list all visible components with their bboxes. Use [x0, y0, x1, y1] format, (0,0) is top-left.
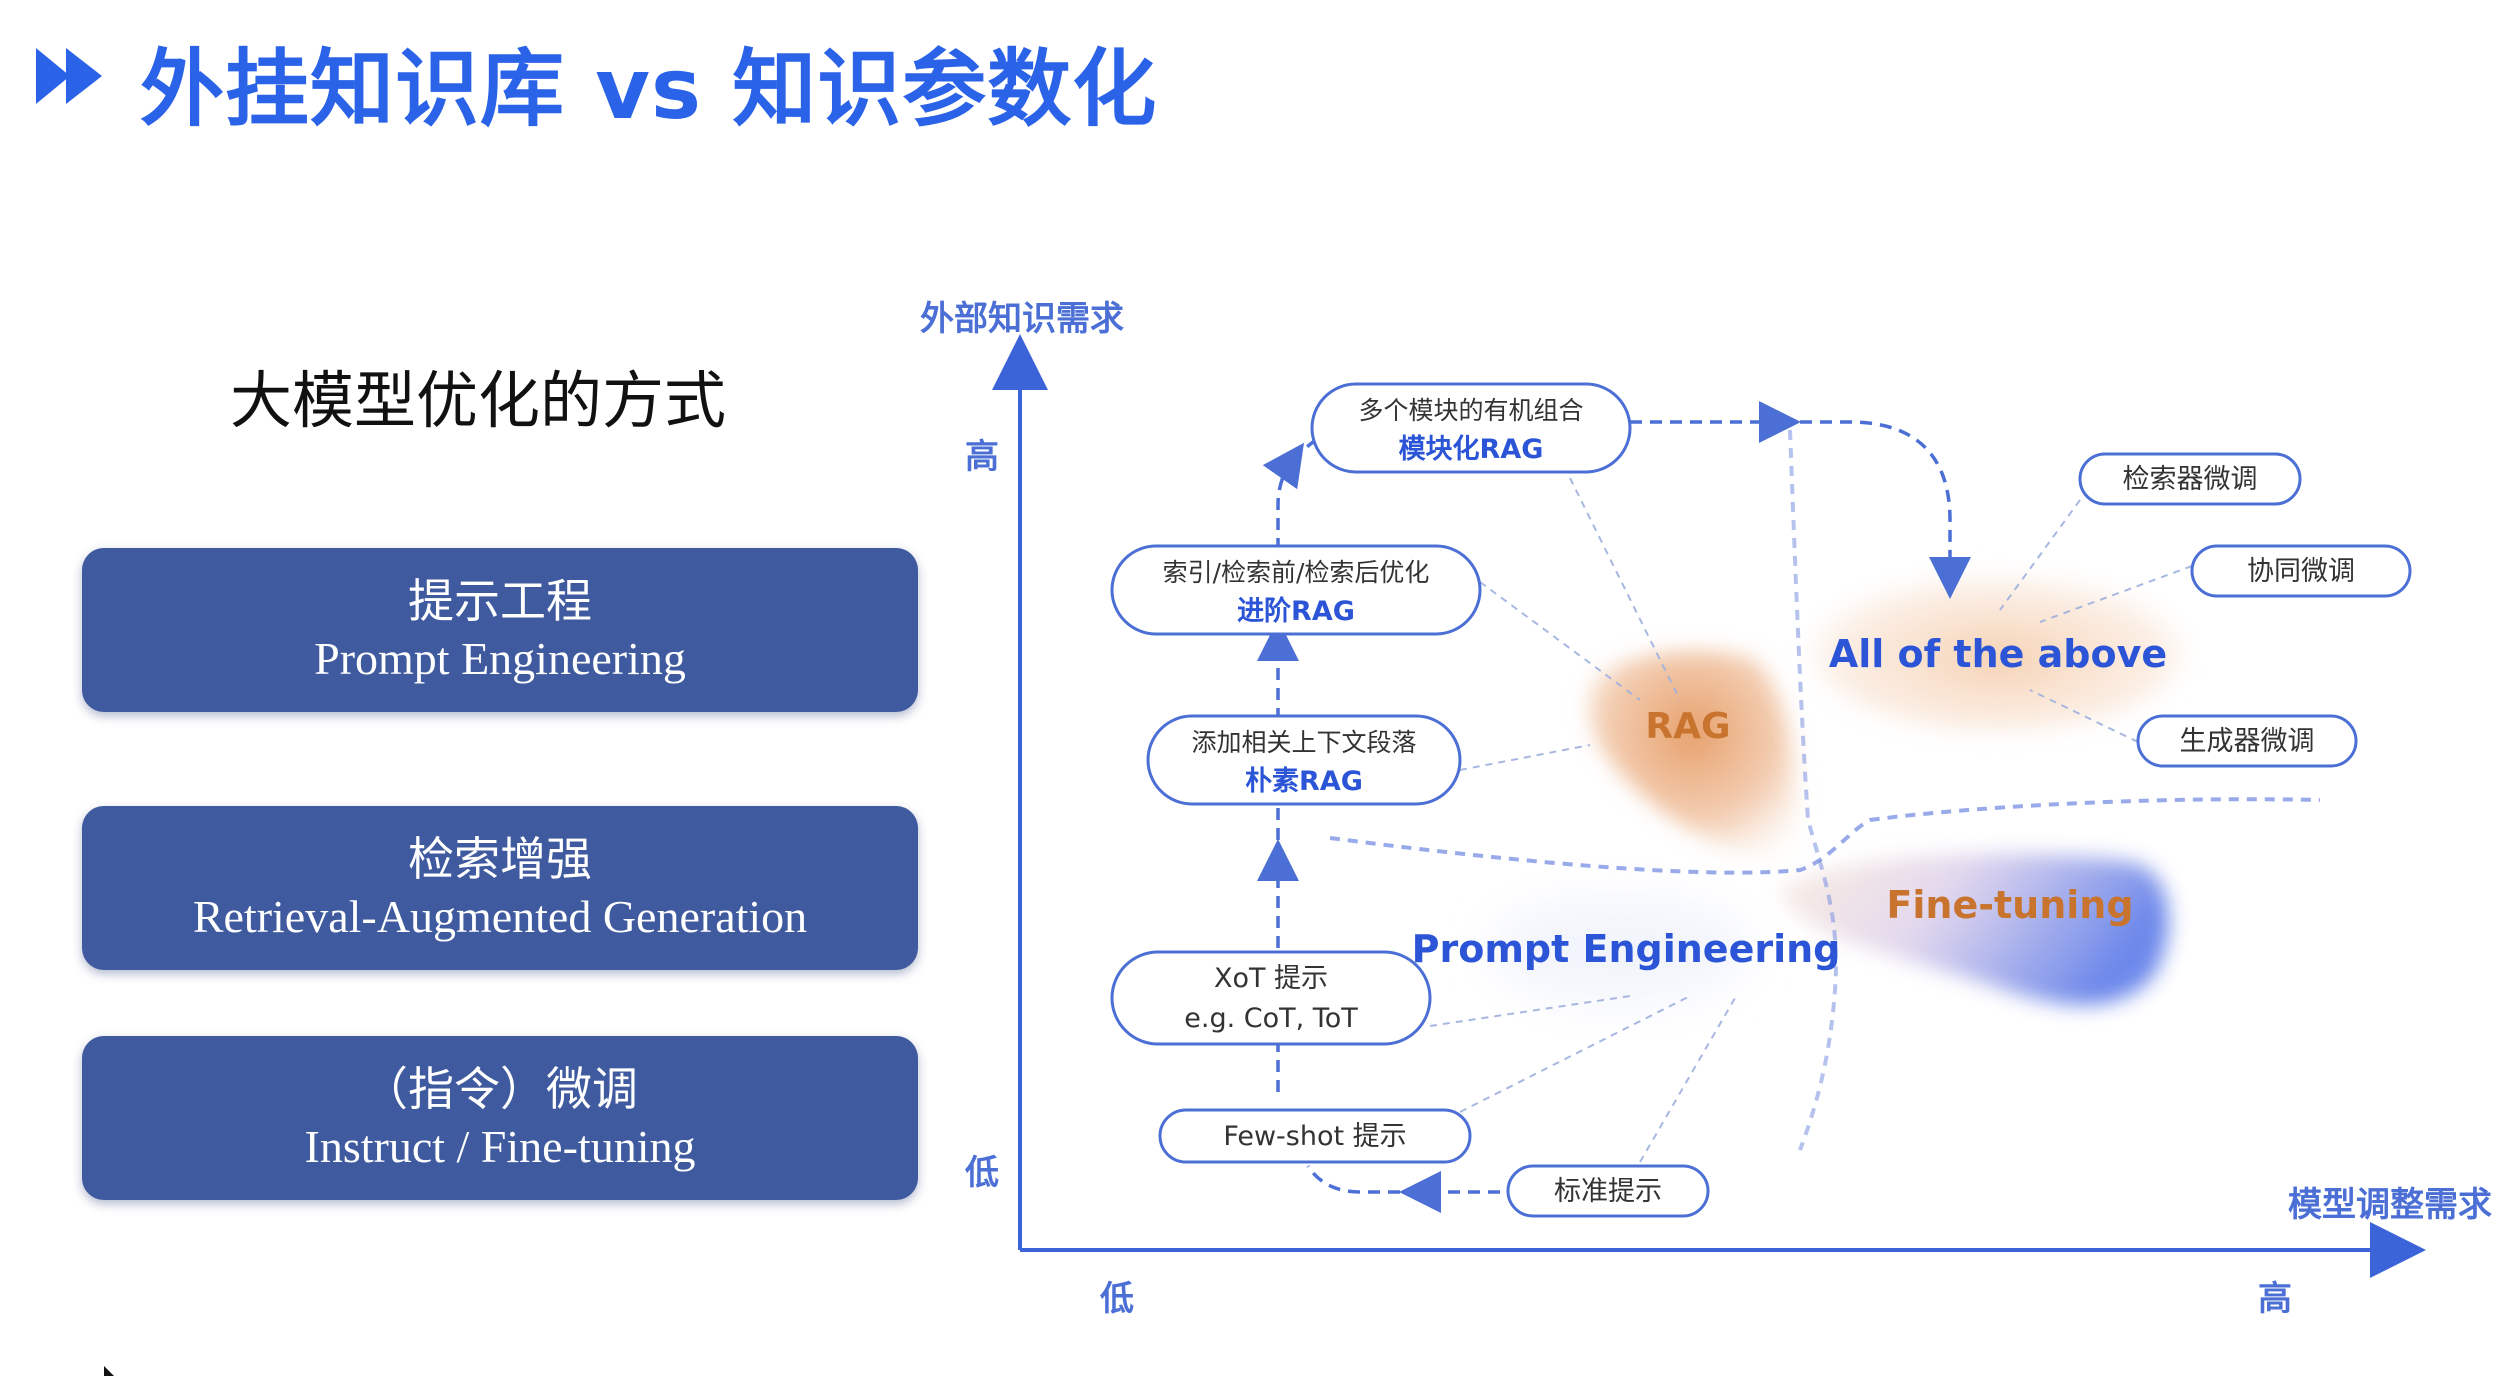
node-retriever-ft: 检索器微调	[2078, 452, 2302, 506]
arrow-advanced-to-modular-tail	[1290, 434, 1323, 462]
method-en-label: Instruct / Fine-tuning	[304, 1121, 696, 1172]
x-axis-low-label: 低	[1100, 1279, 1134, 1319]
node-text: Few-shot 提示	[1223, 1121, 1406, 1152]
x-axis-high-label: 高	[2258, 1279, 2292, 1319]
x-axis-label: 模型调整需求	[2288, 1185, 2492, 1225]
section-heading: 大模型优化的方式	[230, 364, 727, 437]
connector-lines	[1429, 477, 2193, 1163]
method-en-label: Retrieval-Augmented Generation	[192, 891, 808, 942]
node-desc: 添加相关上下文段落	[1191, 728, 1416, 757]
region-label-prompt: Prompt Engineering	[1412, 927, 1841, 971]
all-of-above-region	[1808, 568, 2188, 732]
node-line2: e.g. CoT, ToT	[1184, 1003, 1358, 1034]
node-desc: 多个模块的有机组合	[1358, 396, 1583, 425]
slide-title: 外挂知识库 vs 知识参数化	[140, 40, 1158, 138]
y-axis-low-label: 低	[965, 1153, 999, 1193]
method-box-rag: 检索增强 Retrieval-Augmented Generation	[82, 806, 918, 970]
boundary-vertical	[1788, 429, 1838, 1151]
method-zh-label: 提示工程	[408, 574, 592, 628]
region-label-all: All of the above	[1829, 632, 2167, 676]
method-box-fine-tuning: （指令）微调 Instruct / Fine-tuning	[82, 1036, 918, 1200]
node-text: 标准提示	[1554, 1176, 1662, 1207]
arrow-standard-to-fewshot	[1306, 1165, 1420, 1194]
arrow-to-all-of-above	[1780, 420, 1971, 599]
region-label-fine-tuning: Fine-tuning	[1886, 883, 2133, 927]
node-title: 进阶RAG	[1237, 596, 1355, 627]
node-xot-prompt: XoT 提示 e.g. CoT, ToT	[1110, 950, 1432, 1046]
node-title: 模块化RAG	[1399, 434, 1544, 465]
y-axis-high-label: 高	[965, 437, 999, 477]
node-fewshot-prompt: Few-shot 提示	[1158, 1108, 1472, 1164]
node-desc: 索引/检索前/检索后优化	[1163, 558, 1430, 587]
method-zh-label: （指令）微调	[362, 1062, 638, 1116]
cursor-icon	[104, 1366, 114, 1376]
node-advanced-rag: 索引/检索前/检索后优化 进阶RAG	[1110, 544, 1482, 636]
play-arrow-icon	[36, 48, 102, 104]
node-standard-prompt: 标准提示	[1506, 1164, 1710, 1218]
method-en-label: Prompt Engineering	[314, 633, 686, 684]
prompt-region-glow	[1490, 895, 1750, 1005]
node-modular-rag: 多个模块的有机组合 模块化RAG	[1310, 382, 1632, 474]
region-label-rag: RAG	[1645, 706, 1730, 747]
method-zh-label: 检索增强	[408, 832, 592, 886]
node-text: 检索器微调	[2123, 464, 2258, 495]
node-collab-ft: 协同微调	[2190, 544, 2412, 598]
fine-tuning-region	[1780, 853, 2169, 1005]
arrow-advanced-to-modular	[1262, 442, 1305, 550]
rag-region	[1588, 651, 1796, 858]
method-box-prompt-engineering: 提示工程 Prompt Engineering	[82, 548, 918, 712]
node-naive-rag: 添加相关上下文段落 朴素RAG	[1146, 714, 1462, 806]
node-text: 生成器微调	[2180, 726, 2315, 757]
node-title: 朴素RAG	[1245, 766, 1363, 797]
node-text: 协同微调	[2247, 556, 2355, 587]
node-generator-ft: 生成器微调	[2136, 714, 2358, 768]
boundary-horizontal	[1329, 797, 2321, 875]
node-line1: XoT 提示	[1214, 963, 1328, 994]
y-axis-label: 外部知识需求	[920, 299, 1124, 339]
